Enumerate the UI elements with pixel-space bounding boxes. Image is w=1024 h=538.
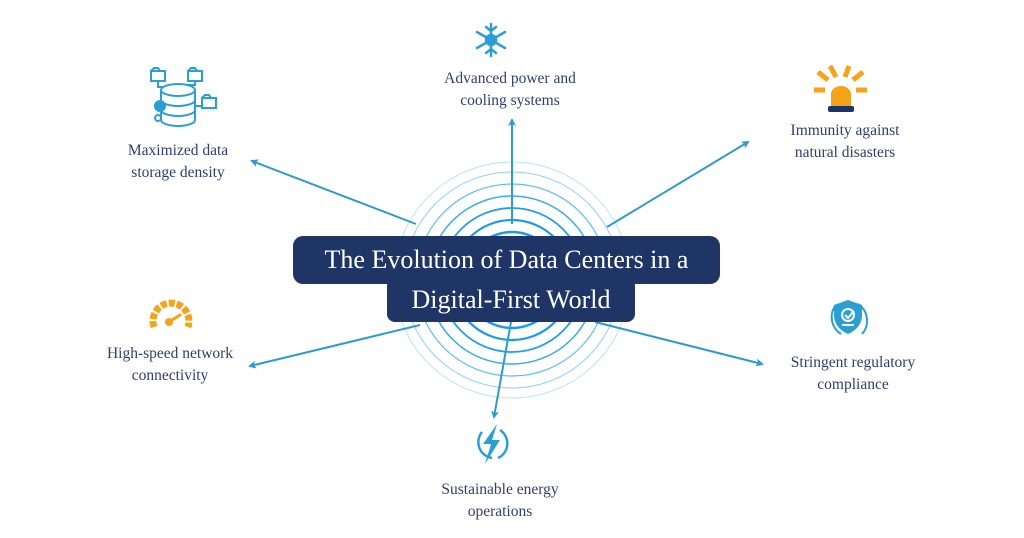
arrow-network [248, 324, 421, 369]
node-energy-line1: Sustainable energy [441, 481, 559, 498]
connector-arrows [248, 118, 764, 419]
node-storage-label: Maximized data storage density [98, 140, 258, 184]
node-compliance-label: Stringent regulatory compliance [768, 352, 938, 396]
shield-check-icon [830, 300, 869, 335]
node-network-label: High-speed network connectivity [85, 343, 255, 387]
arrow-compliance [594, 321, 764, 367]
alarm-beacon-icon [814, 64, 867, 112]
snowflake-icon [475, 22, 507, 58]
node-storage-line1: Maximized data [127, 142, 229, 159]
database-folders-icon [150, 67, 217, 127]
node-storage-line2: storage density [131, 164, 225, 181]
arrow-disaster [606, 140, 750, 228]
arrow-energy [491, 321, 512, 419]
speedometer-icon [149, 299, 193, 329]
node-disaster-label: Immunity against natural disasters [760, 120, 930, 164]
node-network-line1: High-speed network [106, 345, 234, 362]
node-disaster-line1: Immunity against [790, 122, 900, 139]
node-compliance-line2: compliance [817, 376, 889, 393]
node-network-line2: connectivity [131, 367, 209, 384]
node-disaster-line2: natural disasters [794, 144, 896, 161]
lightning-bolt-icon [477, 424, 509, 464]
node-energy-label: Sustainable energy operations [410, 479, 590, 523]
node-cooling-line1: Advanced power and [444, 70, 576, 87]
node-compliance-line1: Stringent regulatory [790, 354, 916, 371]
arrow-storage [250, 159, 417, 225]
node-cooling-label: Advanced power and cooling systems [410, 68, 610, 112]
node-energy-line2: operations [467, 503, 533, 520]
node-cooling-line2: cooling systems [460, 92, 560, 109]
